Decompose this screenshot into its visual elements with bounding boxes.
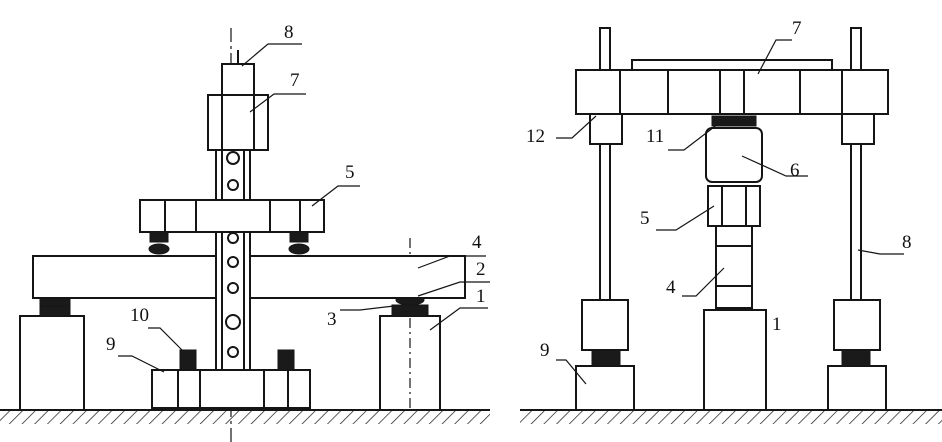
girder-foot-left xyxy=(149,231,169,243)
left-leader-lines xyxy=(118,43,490,373)
right-load-cell xyxy=(705,127,763,183)
left-bearing-plate xyxy=(391,304,429,317)
label-11: 11 xyxy=(646,126,664,147)
base-girder xyxy=(151,369,311,409)
label-7-right: 7 xyxy=(792,18,802,39)
clamp-nut-right xyxy=(841,113,875,145)
label-1: 1 xyxy=(476,286,486,307)
left-roller-top xyxy=(39,297,71,307)
anchor-base-left xyxy=(575,365,635,411)
left-roller-base xyxy=(39,305,71,317)
girder-foot-right xyxy=(289,231,309,243)
left-labels: 8 7 5 4 2 3 1 10 9 xyxy=(106,22,486,355)
left-ground-hatch xyxy=(0,410,490,424)
label-4-right: 4 xyxy=(666,277,676,298)
distribution-girder xyxy=(139,199,325,233)
anchor-housing-left xyxy=(581,299,629,351)
label-9: 9 xyxy=(106,334,116,355)
left-hydraulic-jack xyxy=(207,94,269,151)
spherical-seat xyxy=(711,115,757,127)
label-10: 10 xyxy=(130,305,149,326)
right-hydraulic-jack xyxy=(707,185,761,227)
label-8: 8 xyxy=(284,22,294,43)
left-support-pedestal-left xyxy=(19,315,85,411)
label-5-right: 5 xyxy=(640,208,650,229)
right-base-block xyxy=(703,309,767,411)
label-3: 3 xyxy=(327,309,337,330)
left-load-cell xyxy=(221,63,255,96)
anchor-housing-right xyxy=(833,299,881,351)
anchor-base-right xyxy=(827,365,887,411)
label-6-right: 6 xyxy=(790,160,800,181)
anchor-bolt-left xyxy=(179,349,197,371)
right-labels: 7 12 11 6 5 8 4 1 9 xyxy=(526,18,912,361)
crossbeam-top-plate xyxy=(631,59,833,71)
label-7: 7 xyxy=(290,70,300,91)
label-2: 2 xyxy=(476,259,486,280)
label-5: 5 xyxy=(345,162,355,183)
right-loading-frame: 7 12 11 6 5 8 4 1 9 xyxy=(520,18,942,424)
left-loading-frame: 8 7 5 4 2 3 1 10 9 xyxy=(0,22,490,442)
label-9-right: 9 xyxy=(540,340,550,361)
anchor-bolt-right xyxy=(277,349,295,371)
test-specimen xyxy=(715,225,753,309)
reaction-crossbeam xyxy=(575,69,889,115)
label-12: 12 xyxy=(526,126,545,147)
label-1-right: 1 xyxy=(772,314,782,335)
label-4: 4 xyxy=(472,232,482,253)
label-8-right: 8 xyxy=(902,232,912,253)
clamp-nut-left xyxy=(589,113,623,145)
right-leader-lines xyxy=(556,39,904,385)
right-ground-hatch xyxy=(520,410,942,424)
